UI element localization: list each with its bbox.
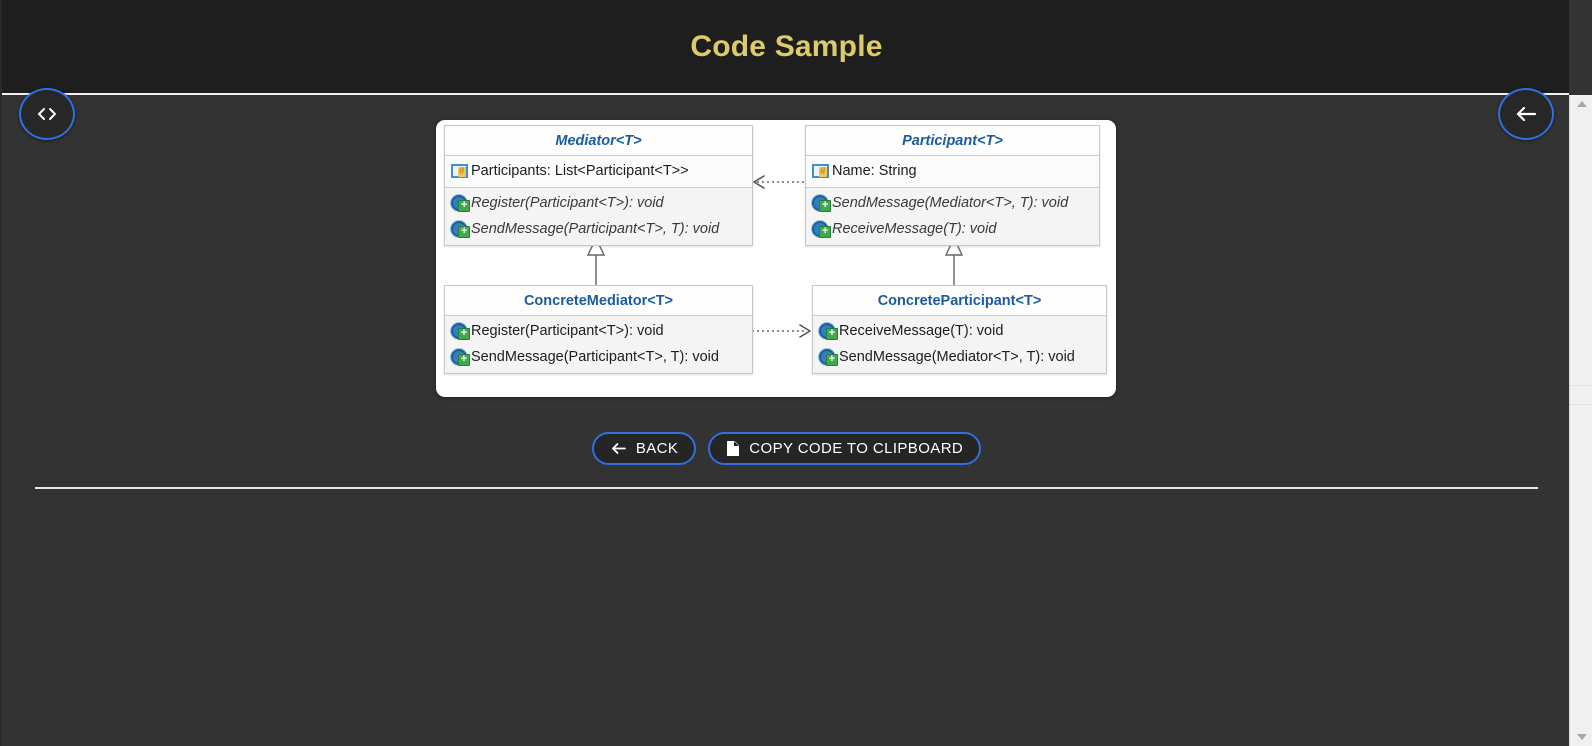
copy-document-icon — [726, 440, 740, 457]
code-toggle-button[interactable] — [19, 88, 75, 140]
uml-class-mediator[interactable]: Mediator<T> Participants: List<Participa… — [444, 125, 753, 246]
vertical-scrollbar[interactable] — [1569, 95, 1592, 746]
uml-methods-section: ReceiveMessage(T): void SendMessage(Medi… — [813, 316, 1106, 373]
chevron-down-icon — [1576, 734, 1587, 740]
scrollbar-track-notch — [1570, 385, 1592, 405]
method-icon — [451, 194, 470, 212]
field-icon — [451, 163, 468, 180]
uml-method-label: Register(Participant<T>): void — [471, 323, 664, 339]
uml-method-label: SendMessage(Participant<T>, T): void — [471, 349, 719, 365]
method-icon — [451, 348, 470, 366]
uml-method-row: Register(Participant<T>): void — [445, 190, 752, 216]
copy-code-button-label: COPY CODE TO CLIPBOARD — [749, 440, 964, 457]
uml-class-title: ConcreteParticipant<T> — [813, 286, 1106, 316]
back-button[interactable]: BACK — [591, 432, 697, 465]
code-brackets-icon — [36, 107, 58, 121]
scrollbar-up-arrow[interactable] — [1570, 95, 1592, 113]
page-header: Code Sample — [2, 0, 1569, 95]
section-divider — [35, 487, 1538, 489]
back-round-button[interactable] — [1498, 88, 1554, 140]
uml-class-title: ConcreteMediator<T> — [445, 286, 752, 316]
uml-field-label: Participants: List<Participant<T>> — [471, 163, 689, 179]
method-icon — [812, 220, 831, 238]
uml-method-label: SendMessage(Mediator<T>, T): void — [832, 195, 1069, 211]
uml-field-row: Participants: List<Participant<T>> — [445, 158, 752, 184]
uml-class-concrete-mediator[interactable]: ConcreteMediator<T> Register(Participant… — [444, 285, 753, 374]
back-button-label: BACK — [635, 440, 679, 457]
uml-class-participant[interactable]: Participant<T> Name: String SendMessage(… — [805, 125, 1100, 246]
uml-method-row: ReceiveMessage(T): void — [813, 318, 1106, 344]
arrow-left-icon — [610, 442, 627, 455]
method-icon — [451, 220, 470, 238]
uml-method-row: ReceiveMessage(T): void — [806, 216, 1099, 242]
uml-class-title: Participant<T> — [806, 126, 1099, 156]
uml-fields-section: Participants: List<Participant<T>> — [445, 156, 752, 188]
uml-method-row: SendMessage(Participant<T>, T): void — [445, 344, 752, 370]
method-icon — [819, 322, 838, 340]
uml-method-row: Register(Participant<T>): void — [445, 318, 752, 344]
uml-methods-section: Register(Participant<T>): void SendMessa… — [445, 188, 752, 245]
uml-field-row: Name: String — [806, 158, 1099, 184]
method-icon — [819, 348, 838, 366]
action-button-bar: BACK COPY CODE TO CLIPBOARD — [2, 432, 1569, 465]
uml-diagram-card: Mediator<T> Participants: List<Participa… — [436, 120, 1116, 397]
arrow-left-icon — [1514, 105, 1538, 123]
method-icon — [812, 194, 831, 212]
field-icon — [812, 163, 829, 180]
scrollbar-down-arrow[interactable] — [1570, 728, 1592, 746]
uml-method-label: Register(Participant<T>): void — [471, 195, 664, 211]
uml-methods-section: Register(Participant<T>): void SendMessa… — [445, 316, 752, 373]
uml-method-label: SendMessage(Mediator<T>, T): void — [839, 349, 1075, 365]
copy-code-button[interactable]: COPY CODE TO CLIPBOARD — [708, 432, 982, 465]
uml-method-label: SendMessage(Participant<T>, T): void — [471, 221, 720, 237]
uml-methods-section: SendMessage(Mediator<T>, T): void Receiv… — [806, 188, 1099, 245]
chevron-up-icon — [1576, 101, 1587, 107]
page-title: Code Sample — [690, 29, 883, 63]
uml-fields-section: Name: String — [806, 156, 1099, 188]
method-icon — [451, 322, 470, 340]
uml-diagram-canvas: Mediator<T> Participants: List<Participa… — [436, 120, 1116, 397]
uml-class-title: Mediator<T> — [445, 126, 752, 156]
scrollbar-thumb[interactable] — [1571, 113, 1592, 653]
uml-method-row: SendMessage(Mediator<T>, T): void — [806, 190, 1099, 216]
uml-method-label: ReceiveMessage(T): void — [839, 323, 1004, 339]
uml-field-label: Name: String — [832, 163, 917, 179]
uml-class-concrete-participant[interactable]: ConcreteParticipant<T> ReceiveMessage(T)… — [812, 285, 1107, 374]
uml-method-row: SendMessage(Participant<T>, T): void — [445, 216, 752, 242]
uml-method-row: SendMessage(Mediator<T>, T): void — [813, 344, 1106, 370]
uml-method-label: ReceiveMessage(T): void — [832, 221, 997, 237]
